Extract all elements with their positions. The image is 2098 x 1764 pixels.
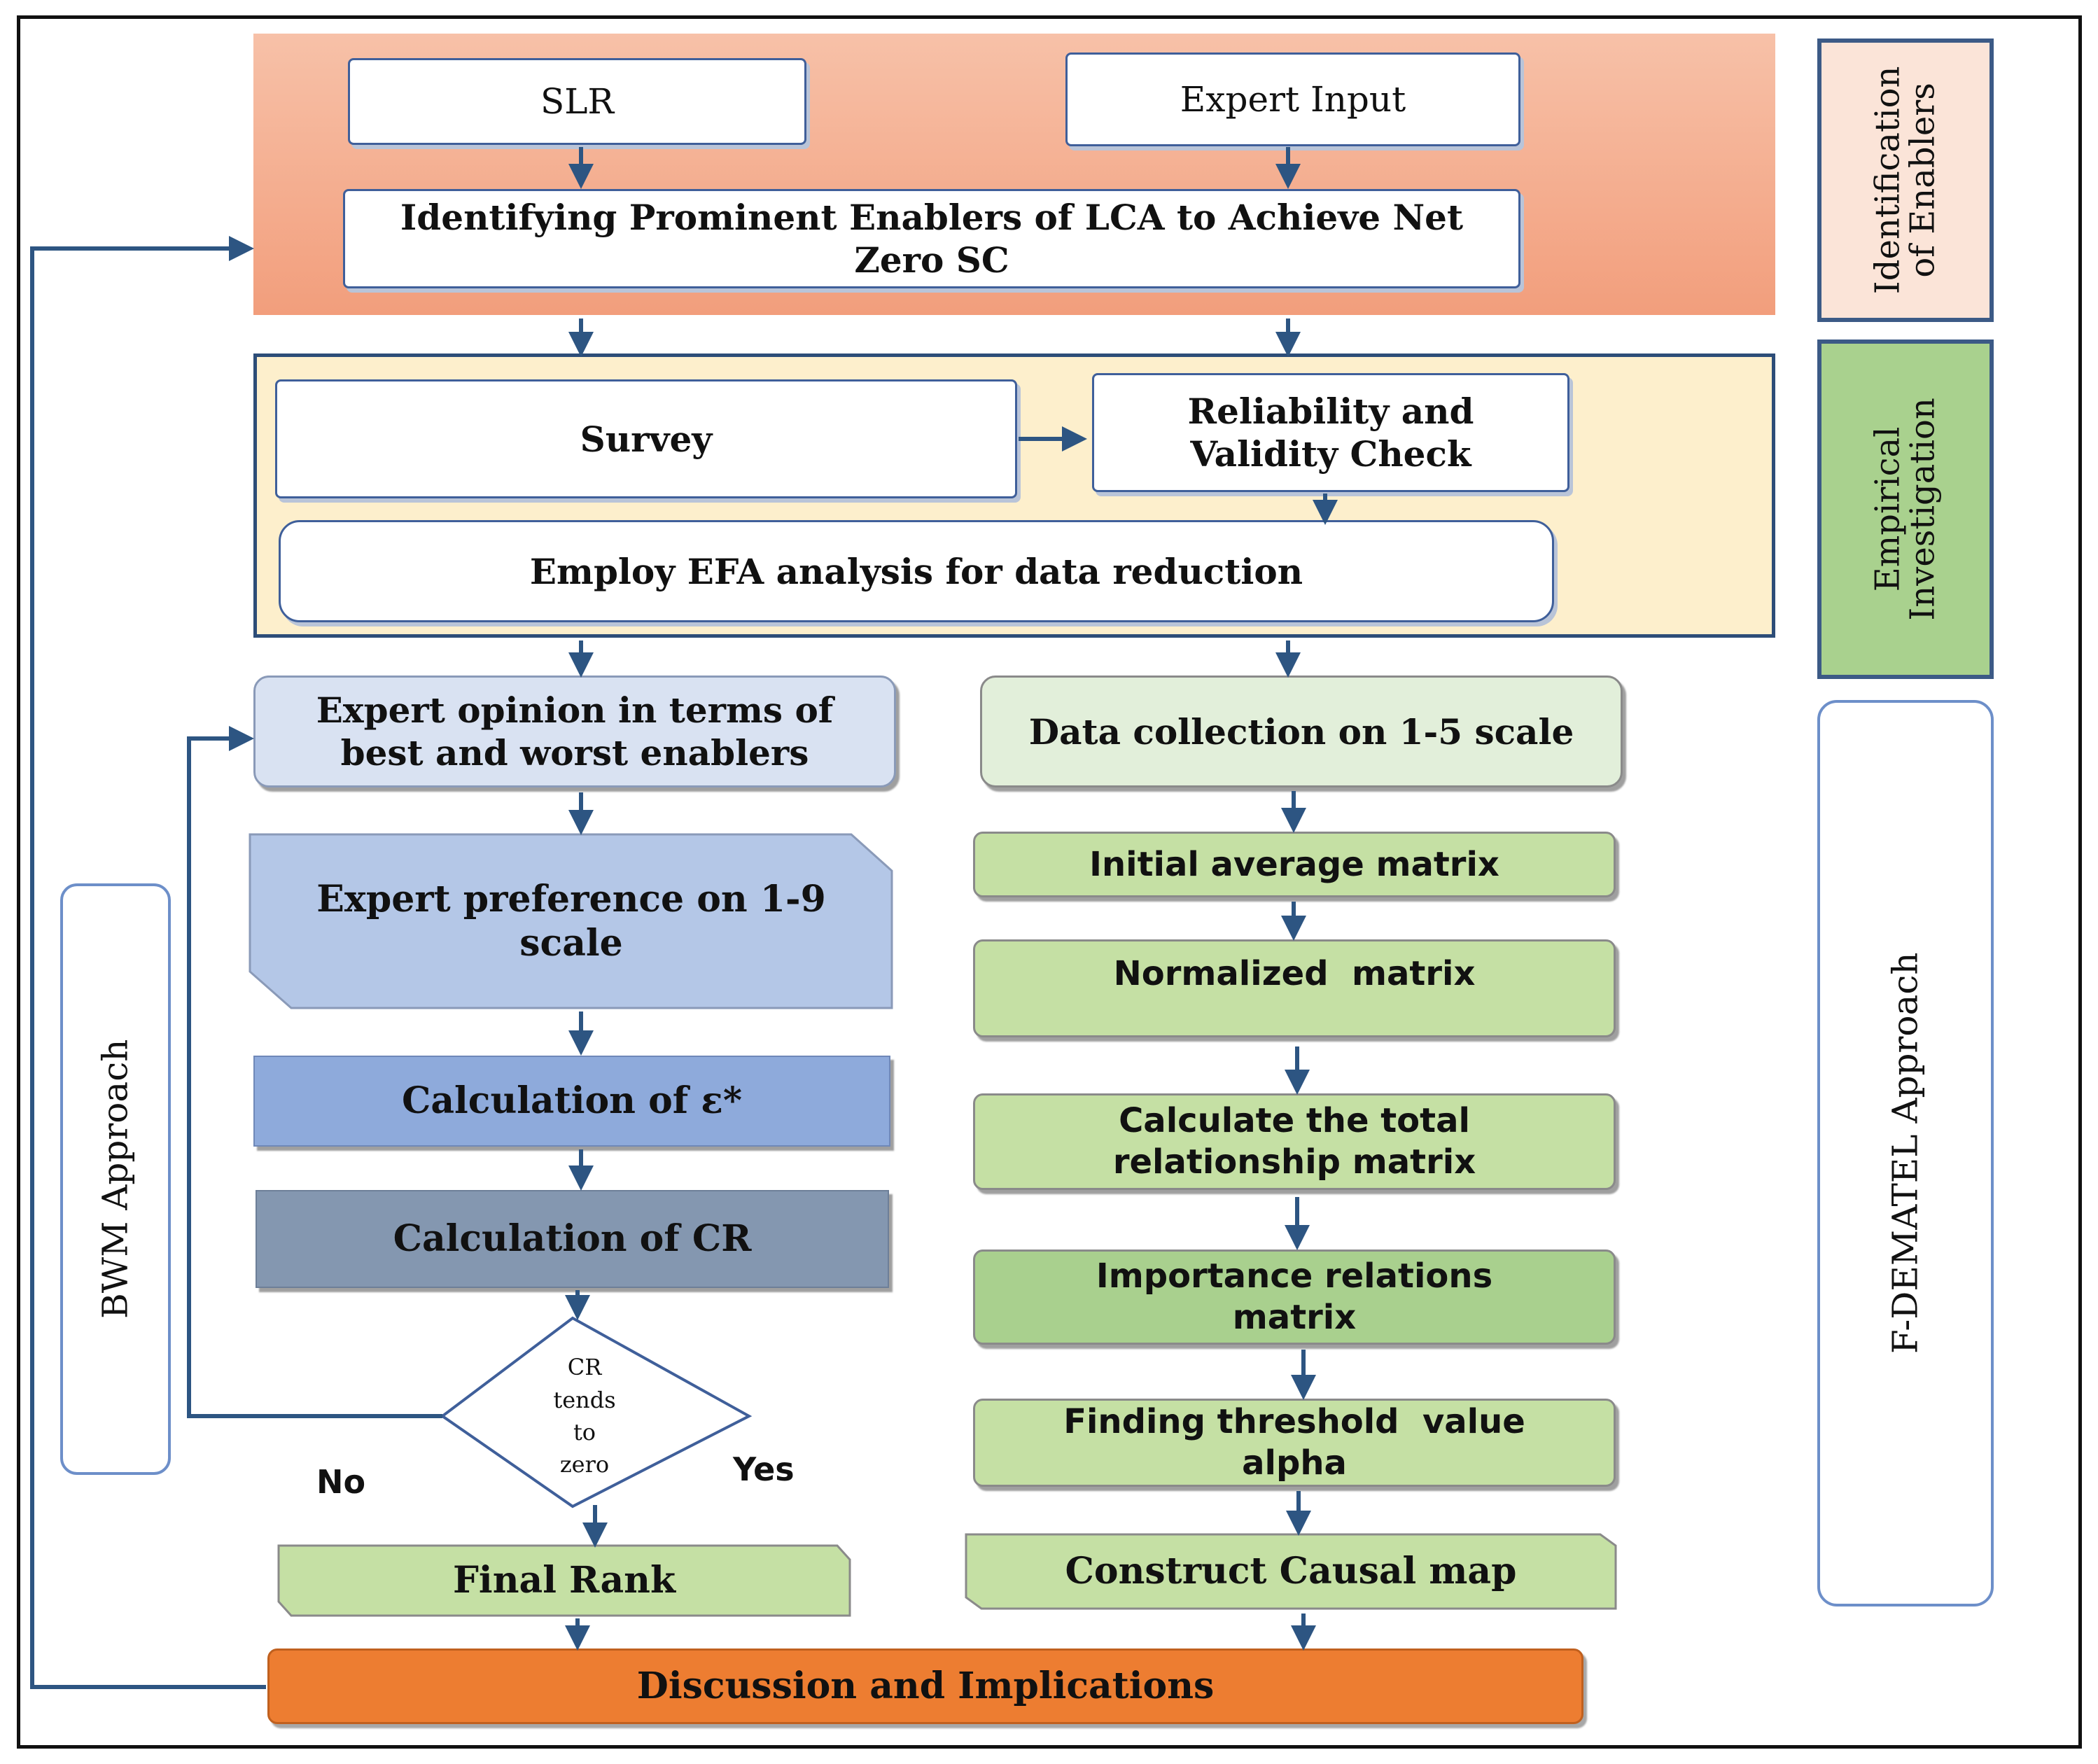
empirical-side-text: Empirical Investigation [1868,398,1943,621]
initial-matrix-label: Initial average matrix [1089,844,1499,884]
no-label-text: No [316,1463,366,1501]
efa-box: Employ EFA analysis for data reduction [279,520,1554,622]
causal-map-box: Construct Causal map [967,1534,1614,1609]
fdematel-side-label: F-DEMATEL Approach [1817,700,1994,1606]
discussion-box: Discussion and Implications [267,1648,1583,1724]
yes-label-text: Yes [733,1450,795,1488]
reliability-box: Reliability and Validity Check [1092,373,1569,492]
expert-input-label: Expert Input [1180,78,1406,120]
efa-label: Employ EFA analysis for data reduction [529,550,1303,592]
total-relationship-label: Calculate the total relationship matrix [1112,1101,1476,1182]
importance-label: Importance relations matrix [1096,1256,1493,1337]
slr-label: SLR [540,80,615,122]
expert-opinion-label: Expert opinion in terms of best and wors… [316,690,834,774]
causal-map-label: Construct Causal map [1065,1550,1517,1593]
expert-input-box: Expert Input [1065,52,1520,146]
data-collection-box: Data collection on 1-5 scale [980,676,1623,788]
calc-cr-box: Calculation of CR [256,1190,889,1288]
data-collection-label: Data collection on 1-5 scale [1028,710,1574,752]
calc-cr-label: Calculation of CR [393,1217,752,1261]
outer-border [17,15,2082,1749]
identify-enablers-box: Identifying Prominent Enablers of LCA to… [343,189,1520,288]
expert-preference-box: Expert preference on 1-9 scale [252,834,890,1008]
normalized-box: Normalized matrix [973,939,1616,1037]
yes-label: Yes [733,1450,795,1488]
identify-enablers-label: Identifying Prominent Enablers of LCA to… [400,197,1464,281]
decision-text-box: CR tends to zero [532,1351,637,1481]
normalized-label: Normalized matrix [1113,954,1476,993]
survey-label: Survey [580,418,713,460]
reliability-label: Reliability and Validity Check [1187,391,1474,475]
importance-box: Importance relations matrix [973,1250,1616,1345]
total-relationship-box: Calculate the total relationship matrix [973,1093,1616,1190]
discussion-label: Discussion and Implications [636,1665,1215,1708]
expert-preference-label: Expert preference on 1-9 scale [316,877,826,965]
fdematel-side-text: F-DEMATEL Approach [1884,952,1926,1354]
initial-matrix-box: Initial average matrix [973,832,1616,897]
decision-label: CR tends to zero [553,1354,616,1478]
bwm-side-text: BWM Approach [95,1039,136,1320]
calc-epsilon-box: Calculation of ε* [253,1056,890,1147]
empirical-side-label: Empirical Investigation [1817,340,1994,679]
bwm-side-label: BWM Approach [60,883,171,1475]
threshold-label: Finding threshold value alpha [1063,1402,1537,1483]
expert-opinion-box: Expert opinion in terms of best and wors… [253,676,896,788]
final-rank-box: Final Rank [280,1546,848,1616]
survey-box: Survey [275,379,1017,498]
identification-side-text: Identification of Enablers [1868,66,1943,295]
slr-box: SLR [348,58,806,145]
calc-epsilon-label: Calculation of ε* [401,1079,743,1123]
no-label: No [316,1463,365,1501]
identification-side-label: Identification of Enablers [1817,38,1994,322]
final-rank-label: Final Rank [453,1559,676,1602]
threshold-box: Finding threshold value alpha [973,1399,1616,1487]
